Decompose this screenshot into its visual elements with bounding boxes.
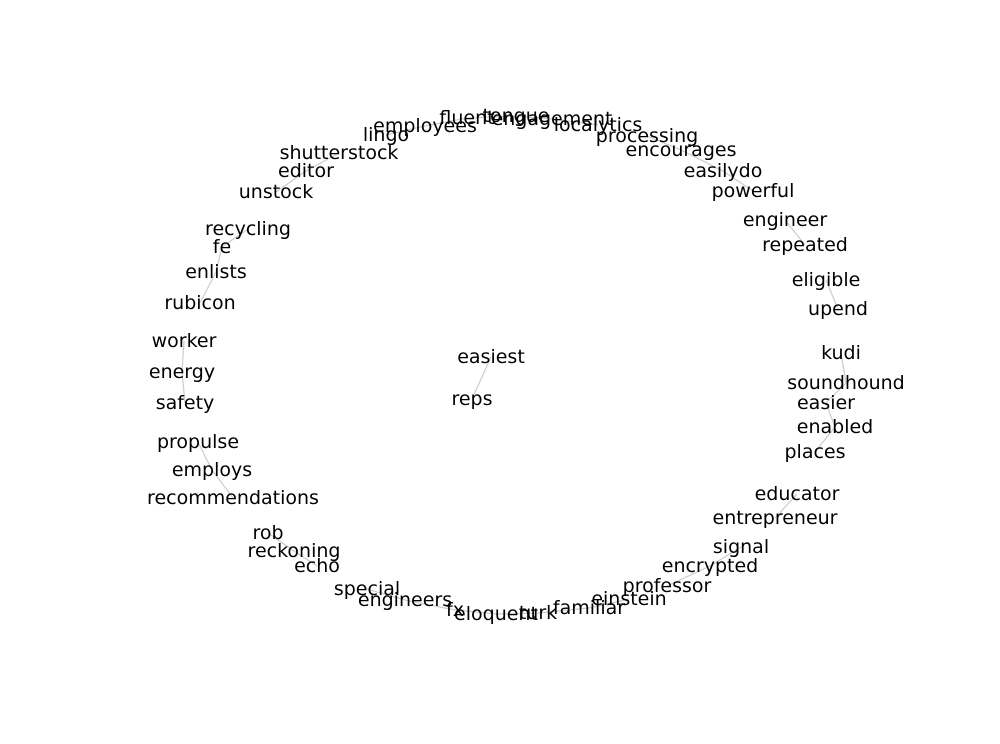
edge-engineers-fx bbox=[404, 599, 456, 611]
node-label-worker: worker bbox=[152, 330, 217, 352]
edge-fx-eloquent bbox=[454, 609, 497, 615]
node-label-rob: rob bbox=[252, 522, 283, 544]
node-label-employees: employees bbox=[373, 115, 477, 137]
edge-energy-safety bbox=[181, 371, 186, 404]
node-label-employs: employs bbox=[172, 459, 252, 481]
edge-enabled-places bbox=[814, 426, 836, 453]
node-label-recycling: recycling bbox=[205, 218, 291, 240]
node-label-unstock: unstock bbox=[239, 181, 314, 203]
edge-propulse-employs bbox=[197, 441, 213, 471]
edge-tongue-engagement bbox=[515, 115, 553, 120]
node-label-professor: professor bbox=[623, 575, 712, 597]
node-label-soundhound: soundhound bbox=[787, 372, 904, 394]
node-label-einstein: einstein bbox=[591, 588, 666, 610]
node-label-echo: echo bbox=[294, 555, 340, 577]
node-label-rubicon: rubicon bbox=[164, 292, 235, 314]
node-label-eligible: eligible bbox=[792, 269, 861, 291]
edge-special-engineers bbox=[366, 588, 406, 601]
node-label-special: special bbox=[334, 578, 400, 600]
edge-recycling-fe bbox=[221, 228, 249, 248]
edge-easier-enabled bbox=[825, 402, 836, 428]
edge-reckoning-echo bbox=[293, 550, 318, 567]
edge-editor-unstock bbox=[275, 170, 307, 193]
edge-easiest-reps bbox=[471, 356, 492, 400]
node-label-fe: fe bbox=[213, 236, 231, 258]
node-label-easiest: easiest bbox=[457, 346, 525, 368]
node-label-engineers: engineers bbox=[358, 589, 452, 611]
node-label-powerful: powerful bbox=[712, 180, 795, 202]
edge-rob-reckoning bbox=[267, 532, 295, 552]
edge-familiar-einstein bbox=[588, 598, 630, 609]
edge-employs-recommendations bbox=[211, 469, 234, 499]
edge-signal-encrypted bbox=[709, 546, 742, 567]
edge-employees-fluent bbox=[424, 117, 468, 127]
node-label-eloquent: eloquent bbox=[454, 603, 538, 625]
node-label-shutterstock: shutterstock bbox=[280, 142, 399, 164]
edge-enlists-rubicon bbox=[199, 271, 217, 304]
edge-encourages-easilydo bbox=[680, 149, 724, 172]
node-label-lingo: lingo bbox=[363, 124, 409, 146]
node-label-familiar: familiar bbox=[553, 597, 625, 619]
node-label-signal: signal bbox=[713, 536, 769, 558]
node-label-fx: fx bbox=[446, 599, 464, 621]
node-label-repeated: repeated bbox=[762, 234, 848, 256]
node-label-processing: processing bbox=[596, 125, 698, 147]
node-label-easilydo: easilydo bbox=[684, 160, 763, 182]
node-label-educator: educator bbox=[755, 483, 840, 505]
edge-encrypted-professor bbox=[666, 565, 711, 587]
edge-kudi-soundhound bbox=[840, 352, 847, 384]
node-label-encrypted: encrypted bbox=[662, 555, 759, 577]
node-label-engagement: engagement bbox=[492, 108, 613, 130]
edge-educator-entrepreneur bbox=[774, 493, 798, 519]
node-label-editor: editor bbox=[278, 160, 334, 182]
node-label-engineer: engineer bbox=[743, 209, 827, 231]
node-label-easier: easier bbox=[797, 392, 855, 414]
node-label-localytics: localytics bbox=[554, 114, 643, 136]
edge-shutterstock-editor bbox=[305, 152, 340, 172]
edge-fe-enlists bbox=[215, 246, 223, 273]
node-label-reckoning: reckoning bbox=[248, 540, 341, 562]
edge-soundhound-easier bbox=[825, 382, 847, 404]
node-label-encourages: encourages bbox=[626, 139, 737, 161]
node-label-propulse: propulse bbox=[157, 431, 239, 453]
node-label-recommendations: recommendations bbox=[147, 487, 319, 509]
node-label-energy: energy bbox=[149, 361, 215, 383]
node-label-upend: upend bbox=[808, 298, 868, 320]
edge-processing-encourages bbox=[646, 135, 682, 151]
edge-fluent-tongue bbox=[466, 115, 517, 119]
node-label-places: places bbox=[784, 441, 845, 463]
node-label-fluent: fluent bbox=[439, 107, 494, 129]
node-label-tongue: tongue bbox=[483, 105, 550, 127]
node-label-kudi: kudi bbox=[821, 342, 861, 364]
edge-eligible-upend bbox=[825, 279, 839, 310]
node-label-reps: reps bbox=[451, 388, 492, 410]
node-label-enabled: enabled bbox=[797, 416, 873, 438]
edge-engagement-localytics bbox=[551, 118, 599, 126]
edge-eloquent-turk bbox=[495, 612, 539, 615]
edge-worker-energy bbox=[181, 340, 185, 373]
node-label-safety: safety bbox=[156, 392, 215, 414]
edge-turk-familiar bbox=[537, 607, 590, 614]
edge-lingo-employees bbox=[385, 125, 426, 136]
edge-layer bbox=[181, 115, 847, 615]
edge-easilydo-powerful bbox=[722, 170, 754, 192]
node-label-entrepreneur: entrepreneur bbox=[713, 507, 838, 529]
edge-engineer-repeated bbox=[784, 219, 806, 246]
node-label-enlists: enlists bbox=[185, 261, 247, 283]
node-label-turk: turk bbox=[519, 602, 557, 624]
